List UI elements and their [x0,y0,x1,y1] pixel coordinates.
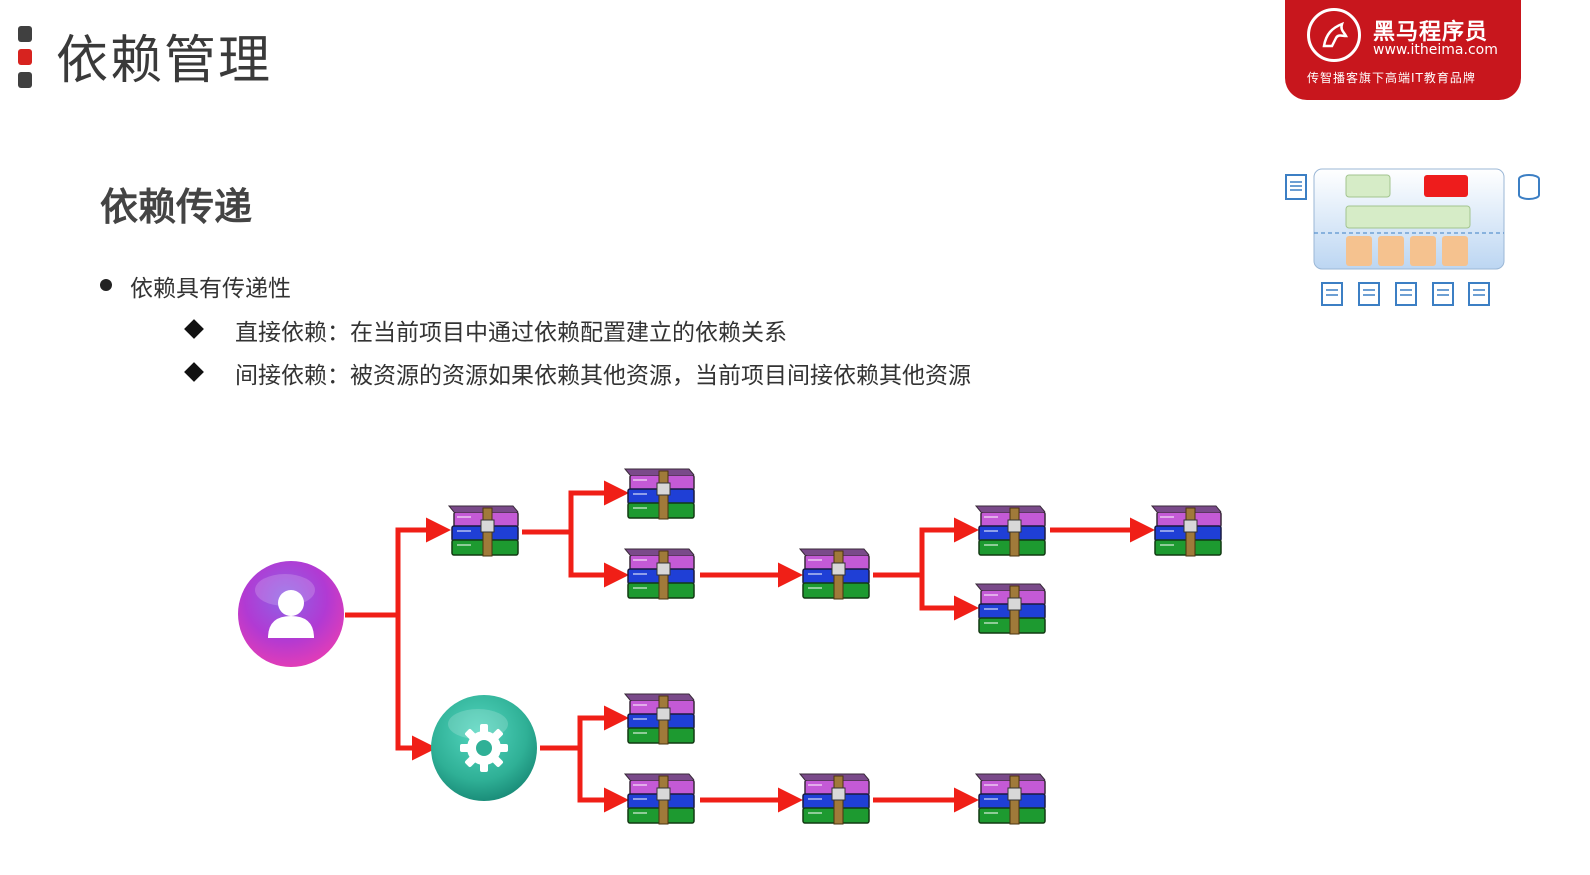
gear-icon [431,695,537,801]
indirect-dependency-line: 间接依赖：被资源的资源如果依赖其他资源，当前项目间接依赖其他资源 [235,356,971,390]
bullet-text: 依赖具有传递性 [130,276,291,302]
logo-brand: 黑马程序员 [1373,20,1489,45]
direct-dependency-text: 在当前项目中通过依赖配置建立的依赖关系 [350,320,787,346]
logo-url: www.itheima.com [1373,42,1498,58]
user-icon [238,561,344,667]
archive-stack-icon [1151,505,1222,557]
archive-stack-icon [975,583,1046,635]
archive-stack-icon [624,693,695,745]
direct-dependency-line: 直接依赖：在当前项目中通过依赖配置建立的依赖关系 [235,313,787,347]
title-marker [18,26,34,88]
indirect-dependency-text: 被资源的资源如果依赖其他资源，当前项目间接依赖其他资源 [350,363,971,389]
archive-stack-icon [624,548,695,600]
archive-stack-icon [799,548,870,600]
bullet-dot [100,279,112,291]
archive-stack-icon [975,773,1046,825]
brand-logo: 黑马程序员 www.itheima.com 传智播客旗下高端IT教育品牌 [1285,0,1521,100]
dependency-arrows [345,480,1156,813]
section-title: 依赖传递 [100,185,253,229]
archive-stack-icon [624,773,695,825]
direct-dependency-label: 直接依赖： [235,320,350,346]
page-title: 依赖管理 [56,31,273,91]
archive-stack-icon [448,505,519,557]
logo-slogan: 传智播客旗下高端IT教育品牌 [1307,71,1476,85]
archive-stack-icon [624,468,695,520]
database-icon [1518,174,1540,200]
document-row-icons [1321,282,1490,306]
horse-icon [1307,8,1361,62]
archive-stack-icon [975,505,1046,557]
archive-stack-icon [799,773,870,825]
indirect-dependency-label: 间接依赖： [235,363,350,389]
document-icon [1285,174,1307,200]
architecture-thumbnail [1285,168,1540,306]
